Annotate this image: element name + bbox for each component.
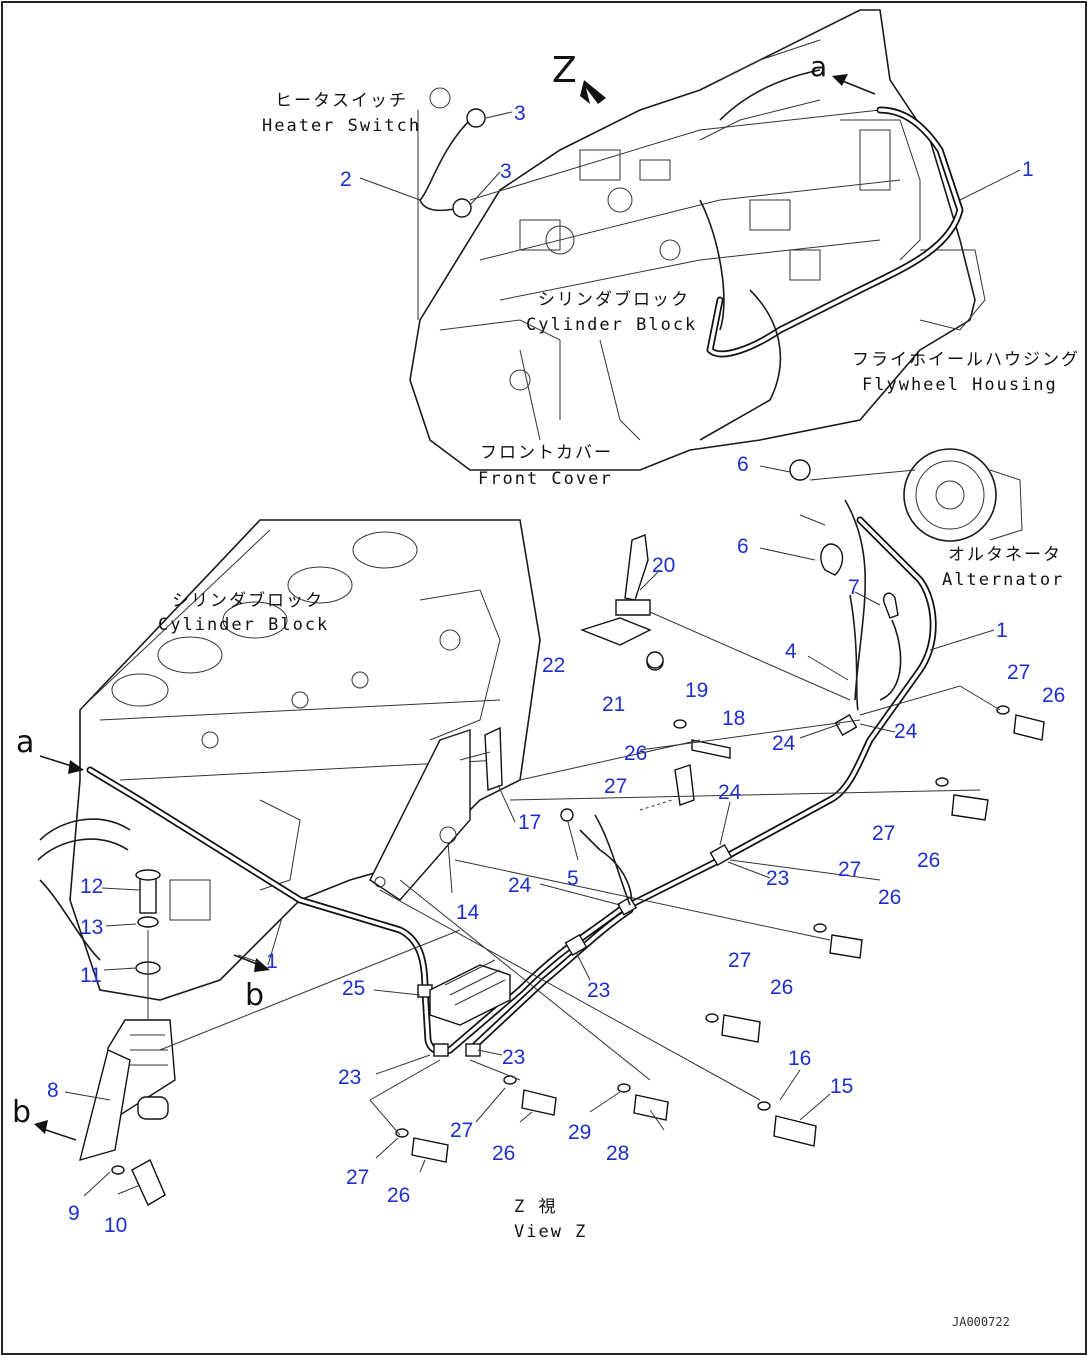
- heater-switch-en: Heater Switch: [262, 116, 421, 136]
- front-cover-jp: フロントカバー: [480, 443, 613, 463]
- heater-switch-wire: [417, 87, 486, 320]
- view-z-en: View Z: [514, 1222, 587, 1242]
- callout-1-left: 1: [266, 950, 278, 973]
- alternator-en: Alternator: [942, 570, 1064, 590]
- callout-26f: 26: [492, 1142, 515, 1165]
- ref-a-left-label: a: [16, 725, 34, 760]
- callout-27f: 27: [450, 1119, 473, 1142]
- bracket-8: [79, 1019, 176, 1162]
- callout-26c: 26: [917, 849, 940, 872]
- callout-23d: 23: [338, 1066, 361, 1089]
- ref-a-left: a: [16, 725, 84, 774]
- z-marker: Z: [552, 50, 577, 91]
- connector-block: [429, 959, 511, 1026]
- callout-28: 28: [606, 1142, 629, 1165]
- callout-11: 11: [80, 964, 102, 987]
- callout-23b: 23: [587, 979, 610, 1002]
- callout-5: 5: [567, 867, 579, 890]
- assembly-guidelines: [159, 685, 1001, 1136]
- callout-27a: 27: [604, 775, 627, 798]
- callout-27g: 27: [346, 1166, 369, 1189]
- bracket-14: [369, 729, 471, 901]
- callout-29: 29: [568, 1121, 591, 1144]
- callout-19: 19: [685, 679, 708, 702]
- alternator-cables: [789, 459, 916, 711]
- ref-b-left: b: [12, 1095, 77, 1141]
- alternator-jp: オルタネータ: [948, 545, 1062, 565]
- callout-3b: 3: [500, 160, 512, 183]
- callout-26d: 26: [878, 886, 901, 909]
- callout-26g: 26: [387, 1184, 410, 1207]
- callout-15: 15: [830, 1075, 853, 1098]
- callout-25: 25: [342, 977, 365, 1000]
- callout-24b: 24: [772, 732, 796, 755]
- lower-engine-outline: [37, 519, 541, 1001]
- callout-21: 21: [602, 693, 625, 716]
- callout-14: 14: [456, 901, 480, 924]
- ref-a-top: a: [810, 50, 876, 95]
- upper-engine-outline: [409, 9, 986, 471]
- callout-4: 4: [785, 640, 797, 663]
- cylinder-block-top-jp: シリンダブロック: [538, 289, 690, 310]
- view-z-jp: Z 視: [514, 1197, 557, 1217]
- callout-23a: 23: [766, 867, 789, 890]
- callout-13: 13: [80, 916, 103, 939]
- callout-7: 7: [848, 576, 860, 599]
- number-leaders: [64, 111, 1021, 1197]
- upper-harness: [699, 69, 964, 441]
- callout-22: 22: [542, 654, 565, 677]
- callout-10: 10: [104, 1214, 127, 1237]
- ref-b-center-label: b: [245, 978, 264, 1013]
- callout-27d: 27: [838, 858, 861, 881]
- callout-12: 12: [80, 875, 103, 898]
- flywheel-housing-en: Flywheel Housing: [862, 375, 1058, 395]
- flywheel-housing-jp: フライホイールハウジング: [852, 350, 1080, 370]
- callout-24c: 24: [894, 720, 918, 743]
- callout-16: 16: [788, 1047, 811, 1070]
- z-view-arrow: Z: [552, 50, 606, 104]
- cylinder-block-lower-en: Cylinder Block: [158, 615, 329, 635]
- drawing-code: JA000722: [952, 1315, 1010, 1329]
- callout-8: 8: [47, 1079, 59, 1102]
- callout-27e: 27: [728, 949, 751, 972]
- callout-18: 18: [722, 707, 745, 730]
- ref-a-top-label: a: [810, 50, 827, 83]
- callout-26a: 26: [624, 742, 647, 765]
- callout-27b: 27: [1007, 661, 1030, 684]
- ground-strap-20: [579, 534, 851, 701]
- ref-b-left-label: b: [12, 1095, 31, 1130]
- clamps: [417, 713, 858, 1057]
- callout-20: 20: [652, 554, 675, 577]
- bracket-17: [459, 726, 503, 791]
- part-callouts: 3 3 2 1 6 6 7 1 4 20 22 21 19 18 26 27 2…: [47, 102, 1065, 1237]
- callout-26e: 26: [770, 976, 793, 999]
- front-cover-en: Front Cover: [478, 469, 613, 489]
- callout-1-top: 1: [1022, 158, 1034, 181]
- cylinder-block-top-en: Cylinder Block: [526, 315, 697, 335]
- fasteners: [111, 651, 1045, 1206]
- ref-b-center: b: [233, 954, 270, 1013]
- callout-17: 17: [518, 811, 541, 834]
- callout-24a: 24: [718, 781, 742, 804]
- callout-23c: 23: [502, 1046, 525, 1069]
- cylinder-block-lower-jp: シリンダブロック: [172, 590, 324, 611]
- callout-6a: 6: [737, 453, 749, 476]
- alternator-drawing: [903, 448, 1023, 542]
- callout-27c: 27: [872, 822, 895, 845]
- callout-2: 2: [340, 168, 352, 191]
- callout-24d: 24: [508, 874, 532, 897]
- callout-6b: 6: [737, 535, 749, 558]
- heater-switch-jp: ヒータスイッチ: [275, 91, 408, 111]
- callout-1-right: 1: [996, 619, 1008, 642]
- callout-26b: 26: [1042, 684, 1065, 707]
- callout-3a: 3: [514, 102, 526, 125]
- callout-9: 9: [68, 1202, 80, 1225]
